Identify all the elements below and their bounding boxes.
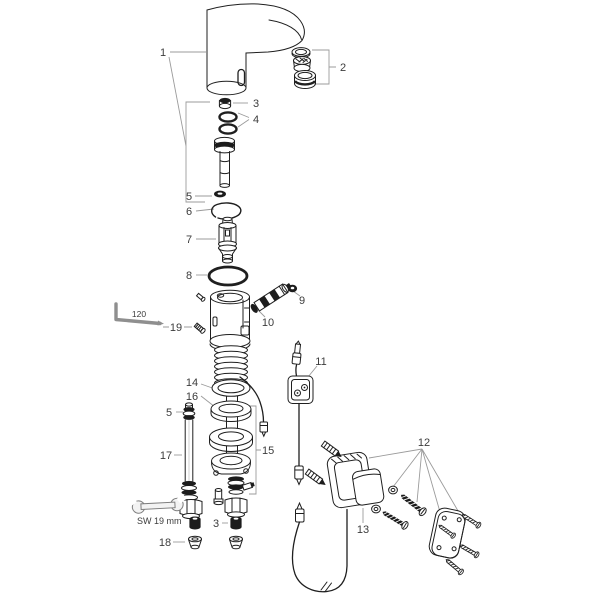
part-labels: 1 2 3 4 5 6 7 8 9 10 19 11 12 13 14 16 5… [132,47,430,549]
part-label-5: 5 [186,191,192,203]
part-label-11: 11 [315,356,326,368]
part-label-12: 12 [418,437,430,449]
washer-2 [371,504,381,514]
washer-1 [388,485,398,495]
sensor-cable [291,402,348,593]
large-o-ring [207,265,249,287]
pointer-lines [163,49,462,543]
base-washer-16 [210,400,252,422]
screw-1 [397,490,429,518]
cover-plate [428,507,483,577]
fixing-pin [195,292,206,302]
part-label-16: 16 [186,391,198,403]
sensor-module [287,340,314,404]
base-body [209,289,251,351]
wall-plug-2 [304,468,328,488]
sensor-window [237,68,246,87]
solenoid-cartridge [218,216,237,264]
part-label-7: 7 [186,234,192,246]
check-valve-top [218,97,232,110]
part-label-6: 6 [186,206,192,218]
part-label-1: 1 [160,47,166,59]
aerator-set [291,47,316,89]
part-label-3: 3 [253,98,259,110]
snap-ring [211,202,242,220]
part-label-8: 8 [186,270,192,282]
part-label-13: 13 [357,524,369,536]
part-label-4: 4 [253,114,259,126]
faucet-body [206,3,305,96]
part-label-14: 14 [186,377,198,389]
mounting-flange [211,452,251,476]
mixing-cartridge [250,283,292,313]
sealing-cone-left [188,535,202,550]
seal-ring-upper [214,190,226,198]
plate-screw-3 [443,556,465,577]
plate-screw-2 [458,542,481,560]
center-plug [213,488,224,506]
part-label-3b: 3 [213,518,219,530]
fastening-washer [209,427,253,452]
wrench [127,493,187,514]
wrench-size-label: SW 19 mm [137,516,182,526]
battery-box [326,451,385,509]
part-label-2: 2 [340,62,346,74]
allen-key-size-label: 120 [132,309,146,319]
part-label-9: 9 [299,295,305,307]
part-label-5b: 5 [166,407,172,419]
filter-right [230,516,242,530]
part-label-17: 17 [160,450,172,462]
filter-left [189,516,201,530]
part-label-10: 10 [262,317,274,329]
allen-key [114,302,164,326]
shank-fitting [224,476,255,518]
o-ring-pair [218,111,238,135]
riser-tube [214,136,235,188]
sealing-cone-right [229,535,243,550]
part-label-19: 19 [170,322,182,334]
base-o-ring-14 [211,379,251,397]
part-label-18: 18 [159,537,171,549]
grub-screw [193,322,206,334]
part-label-15: 15 [262,445,274,457]
screw-2 [379,507,410,531]
